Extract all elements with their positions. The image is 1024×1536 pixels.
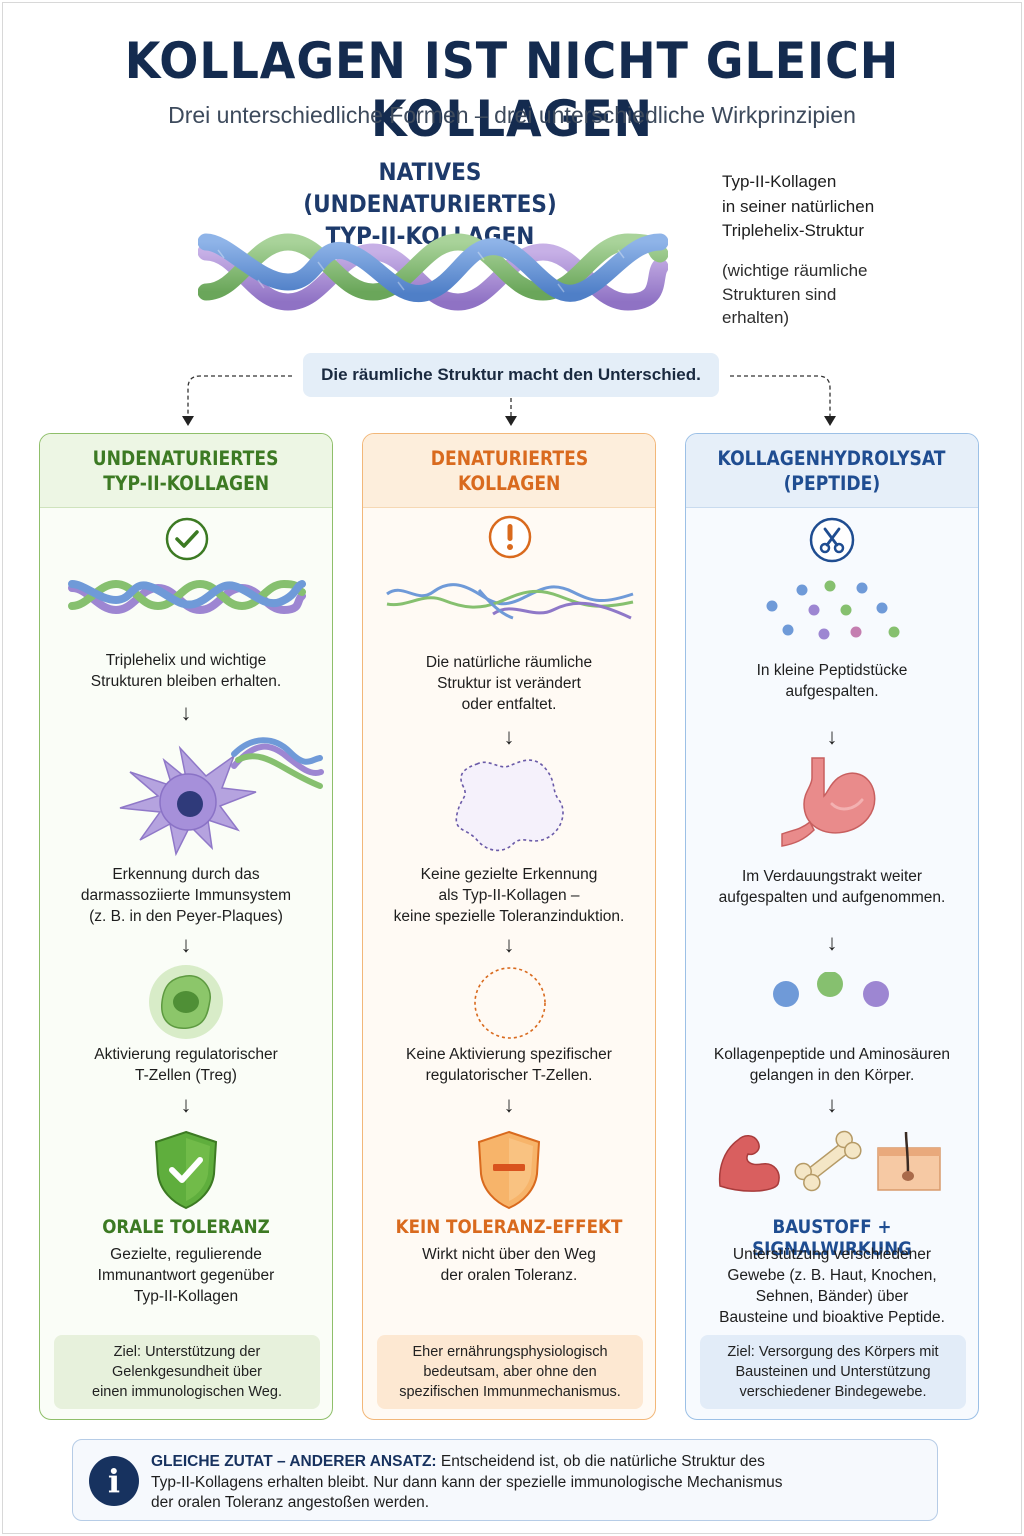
- step-3-text: Keine Aktivierung spezifischer regulator…: [406, 1046, 612, 1084]
- native-description: Typ-II-Kollagen in seiner natürlichen Tr…: [722, 172, 875, 240]
- stomach-icon: [781, 757, 876, 847]
- triple-helix-illustration: [198, 233, 668, 311]
- step-2-text: Im Verdauungstrakt weiter aufgespalten u…: [718, 868, 946, 906]
- denatured-blob-icon: [455, 759, 564, 852]
- result-title: ORALE TOLERANZ: [102, 1216, 270, 1238]
- goal-box: Ziel: Unterstützung der Gelenkgesundheit…: [54, 1335, 320, 1409]
- shield-check-icon: [154, 1130, 218, 1210]
- info-line-2: Typ-II-Kollagens erhalten bleibt. Nur da…: [151, 1473, 783, 1491]
- arrow-down-icon: ↓: [826, 724, 838, 749]
- amino-acids-icon: [773, 972, 889, 1007]
- check-circle-icon: [165, 517, 209, 561]
- goal-box: Eher ernährungsphysiologisch bedeutsam, …: [377, 1335, 643, 1409]
- step-2-text: Keine gezielte Erkennung als Typ-II-Koll…: [393, 866, 625, 925]
- column-undenatured: UNDENATURIERTES TYP-II-KOLLAGEN Triplehe…: [39, 433, 333, 1420]
- exclamation-circle-icon: [488, 515, 532, 559]
- step-1-text: Die natürliche räumliche Struktur ist ve…: [425, 654, 593, 713]
- info-icon: i: [89, 1456, 139, 1506]
- result-title: BAUSTOFF + SIGNALWIRKUNG: [752, 1216, 912, 1260]
- column-title: DENATURIERTES KOLLAGEN: [363, 434, 655, 508]
- column-title: KOLLAGENHYDROLYSAT (PEPTIDE): [686, 434, 978, 508]
- arrow-down-icon: ↓: [503, 724, 515, 749]
- result-text: Wirkt nicht über den Weg der oralen Tole…: [422, 1246, 596, 1284]
- peptide-fragments-icon: [766, 580, 900, 640]
- column-hydrolysate: KOLLAGENHYDROLYSAT (PEPTIDE) In kleine P…: [685, 433, 979, 1420]
- empty-cell-icon: [474, 967, 546, 1039]
- goal-box: Ziel: Versorgung des Körpers mit Baustei…: [700, 1335, 966, 1409]
- column-title: UNDENATURIERTES TYP-II-KOLLAGEN: [40, 434, 332, 508]
- result-text: Gezielte, regulierende Immunantwort gege…: [97, 1246, 275, 1305]
- structure-banner: Die räumliche Struktur macht den Untersc…: [303, 353, 719, 397]
- step-2-text: Erkennung durch das darmassoziierte Immu…: [80, 866, 292, 925]
- info-line-3: der oralen Toleranz angestoßen werden.: [151, 1494, 430, 1511]
- treg-cell-icon: [149, 965, 223, 1039]
- arrow-down-icon: ↓: [826, 930, 838, 955]
- banner-connectors: [182, 375, 836, 426]
- arrow-down-icon: ↓: [180, 700, 192, 725]
- step-3-text: Aktivierung regulatorischer T-Zellen (Tr…: [94, 1046, 278, 1084]
- arrow-down-icon: ↓: [826, 1092, 838, 1117]
- native-note: (wichtige räumliche Strukturen sind erha…: [722, 261, 868, 327]
- step-1-text: In kleine Peptidstücke aufgespalten.: [756, 662, 908, 700]
- arrow-down-icon: ↓: [503, 932, 515, 957]
- shield-minus-icon: [477, 1130, 541, 1210]
- unfolded-chains-icon: [386, 583, 634, 620]
- bone-icon: [794, 1130, 862, 1192]
- result-title: KEIN TOLERANZ-EFFEKT: [395, 1216, 623, 1238]
- info-lead: GLEICHE ZUTAT – ANDERER ANSATZ:: [151, 1453, 437, 1470]
- arrow-down-icon: ↓: [503, 1092, 515, 1117]
- info-line-1: Entscheidend ist, ob die natürliche Stru…: [436, 1453, 765, 1470]
- arrow-down-icon: ↓: [180, 932, 192, 957]
- triple-helix-small-icon: [68, 579, 306, 615]
- muscle-icon: [718, 1135, 780, 1192]
- dendritic-cell-icon: [119, 737, 324, 857]
- arrow-down-icon: ↓: [180, 1092, 192, 1117]
- step-3-text: Kollagenpeptide und Aminosäuren gelangen…: [713, 1046, 951, 1084]
- info-box: i GLEICHE ZUTAT – ANDERER ANSATZ: Entsch…: [72, 1439, 938, 1521]
- step-1-text: Triplehelix und wichtige Strukturen blei…: [90, 652, 282, 690]
- scissors-icon: [809, 517, 855, 563]
- page-subtitle: Drei unterschiedliche Formen – drei unte…: [168, 102, 856, 128]
- page-title: KOLLAGEN IST NICHT GLEICH KOLLAGEN: [124, 32, 900, 148]
- skin-icon: [877, 1131, 941, 1191]
- column-denatured: DENATURIERTES KOLLAGEN Die natürliche rä…: [362, 433, 656, 1420]
- result-text: Unterstützung verschiedener Gewebe (z. B…: [719, 1246, 945, 1326]
- info-text: GLEICHE ZUTAT – ANDERER ANSATZ: Entschei…: [151, 1452, 921, 1514]
